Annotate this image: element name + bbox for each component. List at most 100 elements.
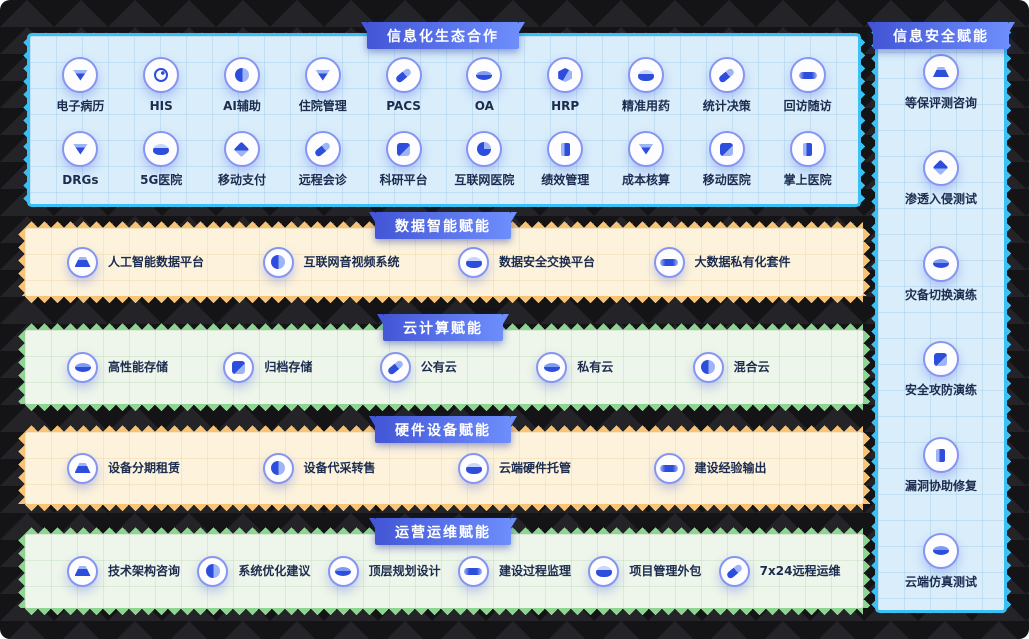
- service-item[interactable]: 混合云: [692, 351, 770, 383]
- service-label: 互联网音视频系统: [303, 254, 400, 269]
- glyph: [660, 258, 678, 266]
- service-label: 成本核算: [621, 173, 670, 187]
- service-item[interactable]: 顶层规划设计: [327, 555, 441, 587]
- triangle-icon: [627, 131, 664, 167]
- glyph: [74, 362, 91, 372]
- serrated-edge: [25, 608, 863, 615]
- service-item[interactable]: 统计决策: [703, 57, 751, 114]
- service-item[interactable]: 系统优化建议: [197, 555, 310, 587]
- service-item[interactable]: 电子病历: [56, 57, 104, 114]
- serrated-edge: [25, 504, 863, 511]
- service-item[interactable]: 灾备切换演练: [905, 245, 977, 303]
- glyph: [558, 68, 573, 82]
- service-item[interactable]: DRGs: [62, 131, 99, 188]
- service-item[interactable]: 归档存储: [223, 351, 313, 383]
- service-row: 高性能存储 归档存储 公有云 私有云 混合云: [25, 330, 863, 404]
- serrated-edge: [858, 36, 865, 204]
- serrated-edge: [18, 330, 25, 404]
- service-item[interactable]: 建设经验输出: [653, 452, 767, 484]
- service-item[interactable]: 数据安全交换平台: [458, 246, 595, 278]
- perforated-edge: [28, 204, 860, 212]
- service-label: 建设过程监理: [498, 563, 571, 578]
- disc-icon: [327, 555, 359, 587]
- glyph: [234, 68, 249, 82]
- service-item[interactable]: 绩效管理: [541, 131, 589, 188]
- service-item[interactable]: 7x24远程运维: [718, 555, 841, 587]
- service-item[interactable]: 回访随访: [784, 57, 832, 114]
- service-label: 5G医院: [140, 173, 183, 187]
- glyph: [271, 255, 285, 269]
- service-item[interactable]: 成本核算: [622, 131, 670, 188]
- trapezoid-icon: [67, 555, 98, 587]
- glyph: [932, 259, 949, 269]
- service-item[interactable]: 漏洞协助修复: [905, 437, 977, 494]
- service-item[interactable]: 等保评测咨询: [905, 54, 977, 111]
- service-item[interactable]: 渗透入侵测试: [905, 149, 977, 207]
- service-item[interactable]: 设备代采转售: [262, 452, 376, 484]
- service-label: 大数据私有化套件: [694, 254, 791, 269]
- service-item[interactable]: 项目管理外包: [588, 555, 701, 587]
- glyph: [72, 69, 88, 81]
- service-label: 7x24远程运维: [759, 563, 841, 578]
- service-item[interactable]: 精准用药: [622, 57, 670, 114]
- glyph: [271, 461, 285, 475]
- glyph: [936, 448, 946, 462]
- service-item[interactable]: 移动支付: [218, 131, 266, 188]
- service-item[interactable]: 云端硬件托管: [458, 452, 571, 484]
- service-item[interactable]: 互联网医院: [454, 131, 514, 188]
- service-item[interactable]: AI辅助: [223, 57, 261, 114]
- service-item[interactable]: HIS: [143, 57, 180, 114]
- service-label: 科研平台: [379, 173, 428, 187]
- service-label: 人工智能数据平台: [108, 254, 205, 269]
- pencil-icon: [379, 351, 411, 383]
- service-item[interactable]: 云端仿真测试: [905, 532, 977, 590]
- service-label: 技术架构咨询: [108, 563, 181, 578]
- panel-info-security: 等保评测咨询渗透入侵测试灾备切换演练安全攻防演练漏洞协助修复云端仿真测试: [871, 18, 1011, 618]
- service-item[interactable]: 建设过程监理: [457, 555, 571, 587]
- banner-hardware-equipment: 硬件设备赋能: [369, 416, 517, 443]
- sphere-icon: [262, 246, 294, 278]
- glyph: [153, 143, 170, 155]
- service-item[interactable]: 移动医院: [703, 131, 751, 188]
- disc-icon: [466, 57, 503, 93]
- glyph: [701, 360, 716, 374]
- service-item[interactable]: 科研平台: [380, 131, 428, 188]
- service-item[interactable]: 安全攻防演练: [905, 341, 977, 398]
- glyph: [72, 143, 88, 155]
- service-item[interactable]: 人工智能数据平台: [67, 246, 205, 278]
- service-item[interactable]: 公有云: [379, 351, 457, 383]
- lens-icon: [457, 555, 489, 587]
- service-item[interactable]: HRP: [547, 57, 584, 114]
- glyph: [660, 464, 678, 472]
- square-icon: [385, 131, 422, 167]
- panel-info-ecosystem: 电子病历 HIS AI辅助 住院管理 PACS OA HRP 精准用药统计决策回访随访 DRGs…: [23, 28, 865, 212]
- service-item[interactable]: OA: [466, 57, 503, 114]
- service-item[interactable]: 5G医院: [140, 131, 182, 188]
- service-label: 电子病历: [56, 99, 105, 113]
- service-label: AI辅助: [223, 99, 261, 113]
- service-item[interactable]: 高性能存储: [67, 351, 168, 383]
- service-label: 归档存储: [264, 359, 313, 374]
- bowl-icon: [627, 57, 664, 93]
- glyph: [232, 360, 246, 374]
- service-label: 设备分期租赁: [108, 460, 181, 475]
- service-item[interactable]: PACS: [385, 57, 422, 114]
- pie-icon: [466, 131, 503, 167]
- service-item[interactable]: 掌上医院: [784, 131, 832, 188]
- banner-title: 信息安全赋能: [893, 28, 989, 45]
- service-item[interactable]: 私有云: [536, 351, 613, 383]
- pencil-icon: [304, 131, 341, 167]
- service-label: PACS: [386, 99, 421, 113]
- glyph: [74, 257, 91, 267]
- service-item[interactable]: 住院管理: [299, 57, 347, 114]
- service-item[interactable]: 设备分期租赁: [67, 452, 181, 484]
- service-item[interactable]: 远程会诊: [299, 131, 347, 188]
- glyph: [234, 141, 250, 157]
- service-item[interactable]: 大数据私有化套件: [653, 246, 791, 278]
- service-item[interactable]: 技术架构咨询: [67, 555, 181, 587]
- service-item[interactable]: 互联网音视频系统: [262, 246, 400, 278]
- triangle-icon: [62, 57, 99, 93]
- service-label: 公有云: [420, 359, 457, 374]
- banner-cloud-computing: 云计算赋能: [377, 314, 509, 341]
- glyph: [465, 462, 482, 474]
